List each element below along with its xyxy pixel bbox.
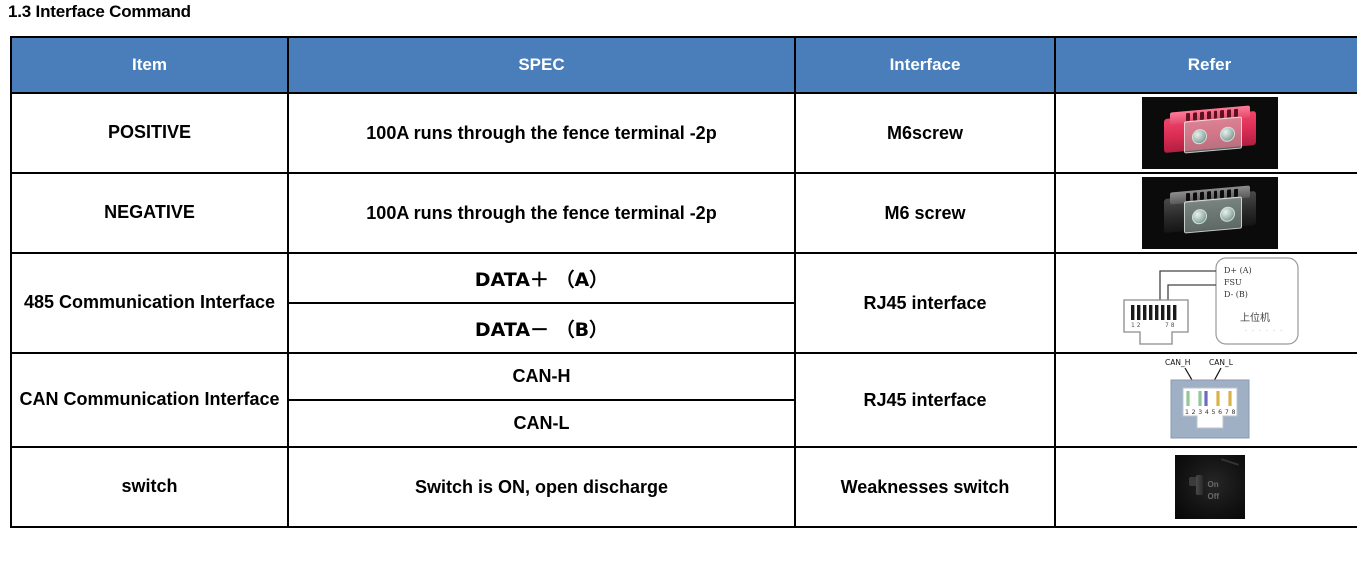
refer-image-wrap: 1 2 7 8 D+ (A) FSU D- (B) 上位机 · · · · · … [1056, 254, 1357, 352]
cell-item-positive: POSITIVE [10, 92, 289, 174]
rs485-label-dplus: D+ (A) [1224, 266, 1252, 275]
rs485-pin-marks-right: 7 8 [1165, 322, 1175, 329]
cell-spec-positive: 100A runs through the fence terminal -2p [287, 92, 796, 174]
table-row: DATA－ （B） [11, 302, 1357, 354]
cell-spec-can-l: CAN-L [287, 399, 796, 448]
terminal-window [1183, 116, 1242, 154]
can-pin-numbers: 12345678 [1185, 409, 1238, 416]
switch-on-label: On [1207, 480, 1219, 489]
can-rj45-diagram: CAN_H CAN_L [1150, 354, 1269, 446]
refer-image-wrap: On Off [1056, 448, 1357, 526]
rs485-pin-marks-left: 1 2 [1131, 322, 1141, 329]
can-rj45-svg: CAN_H CAN_L [1165, 358, 1249, 439]
column-header-spec: SPEC [287, 36, 796, 94]
switch-lever [1195, 475, 1203, 495]
switch-off-label: Off [1207, 492, 1220, 501]
cell-interface-positive: M6screw [794, 92, 1056, 174]
cell-refer-negative [1054, 172, 1357, 254]
column-header-refer: Refer [1054, 36, 1357, 94]
cell-spec-can-h: CAN-H [287, 352, 796, 401]
cell-interface-switch: Weaknesses switch [794, 446, 1056, 528]
cell-refer-switch: On Off [1054, 446, 1357, 528]
cell-item-negative: NEGATIVE [10, 172, 289, 254]
table-row: CAN Communication Interface CAN-H RJ45 i… [10, 352, 1357, 448]
table-header-row: Item SPEC Interface Refer [10, 36, 1357, 94]
rs485-label-fsu: FSU [1224, 278, 1242, 287]
switch-housing-edge [1220, 458, 1239, 466]
rs485-host-dots: · · · · · · [1245, 328, 1284, 335]
table-row: switch Switch is ON, open discharge Weak… [10, 446, 1357, 528]
cell-spec-485-data-plus: DATA＋ （A） [287, 252, 796, 304]
rs485-diagram-svg: 1 2 7 8 D+ (A) FSU D- (B) 上位机 · · · · · … [1122, 257, 1299, 345]
refer-image-wrap [1056, 174, 1357, 252]
cell-refer-485: 1 2 7 8 D+ (A) FSU D- (B) 上位机 · · · · · … [1054, 252, 1357, 354]
table-row: POSITIVE 100A runs through the fence ter… [10, 92, 1357, 174]
red-terminal-block-photo [1141, 97, 1278, 169]
rs485-host-diagram: 1 2 7 8 D+ (A) FSU D- (B) 上位机 · · · · · … [1115, 254, 1304, 352]
column-header-item: Item [10, 36, 289, 94]
screw-icon [1219, 205, 1234, 222]
cell-item-485: 485 Communication Interface [10, 252, 289, 354]
cell-spec-negative: 100A runs through the fence terminal -2p [287, 172, 796, 254]
refer-image-wrap [1056, 94, 1357, 172]
rs485-label-dminus: D- (B) [1224, 290, 1248, 299]
screw-icon [1191, 128, 1206, 145]
can-label-high: CAN_H [1165, 358, 1190, 367]
black-terminal-block-photo [1141, 177, 1278, 249]
interface-command-table: Item SPEC Interface Refer POSITIVE 100A … [10, 36, 1357, 528]
screw-icon [1191, 208, 1206, 225]
table-header: Item SPEC Interface Refer [10, 36, 1357, 94]
cell-interface-negative: M6 screw [794, 172, 1056, 254]
cell-interface-can: RJ45 interface [794, 352, 1056, 448]
cell-spec-485-data-minus: DATA－ （B） [287, 302, 796, 354]
table-row: CAN-L [11, 399, 1357, 448]
table-body: POSITIVE 100A runs through the fence ter… [10, 92, 1357, 528]
terminal-window [1183, 196, 1242, 234]
can-label-low: CAN_L [1209, 358, 1234, 367]
cell-refer-positive [1054, 92, 1357, 174]
cell-interface-485: RJ45 interface [794, 252, 1056, 354]
rs485-label-host: 上位机 [1240, 311, 1270, 324]
toggle-switch-photo: On Off [1174, 455, 1245, 519]
column-header-interface: Interface [794, 36, 1056, 94]
cell-refer-can: CAN_H CAN_L [1054, 352, 1357, 448]
screw-icon [1219, 125, 1234, 142]
cell-spec-switch: Switch is ON, open discharge [287, 446, 796, 528]
table-row: 485 Communication Interface DATA＋ （A） RJ… [10, 252, 1357, 354]
cell-item-switch: switch [10, 446, 289, 528]
cell-item-can: CAN Communication Interface [10, 352, 289, 448]
table-row: NEGATIVE 100A runs through the fence ter… [10, 172, 1357, 254]
page-title: 1.3 Interface Command [8, 2, 191, 21]
switch-nub [1188, 477, 1197, 486]
refer-image-wrap: CAN_H CAN_L [1056, 354, 1357, 446]
